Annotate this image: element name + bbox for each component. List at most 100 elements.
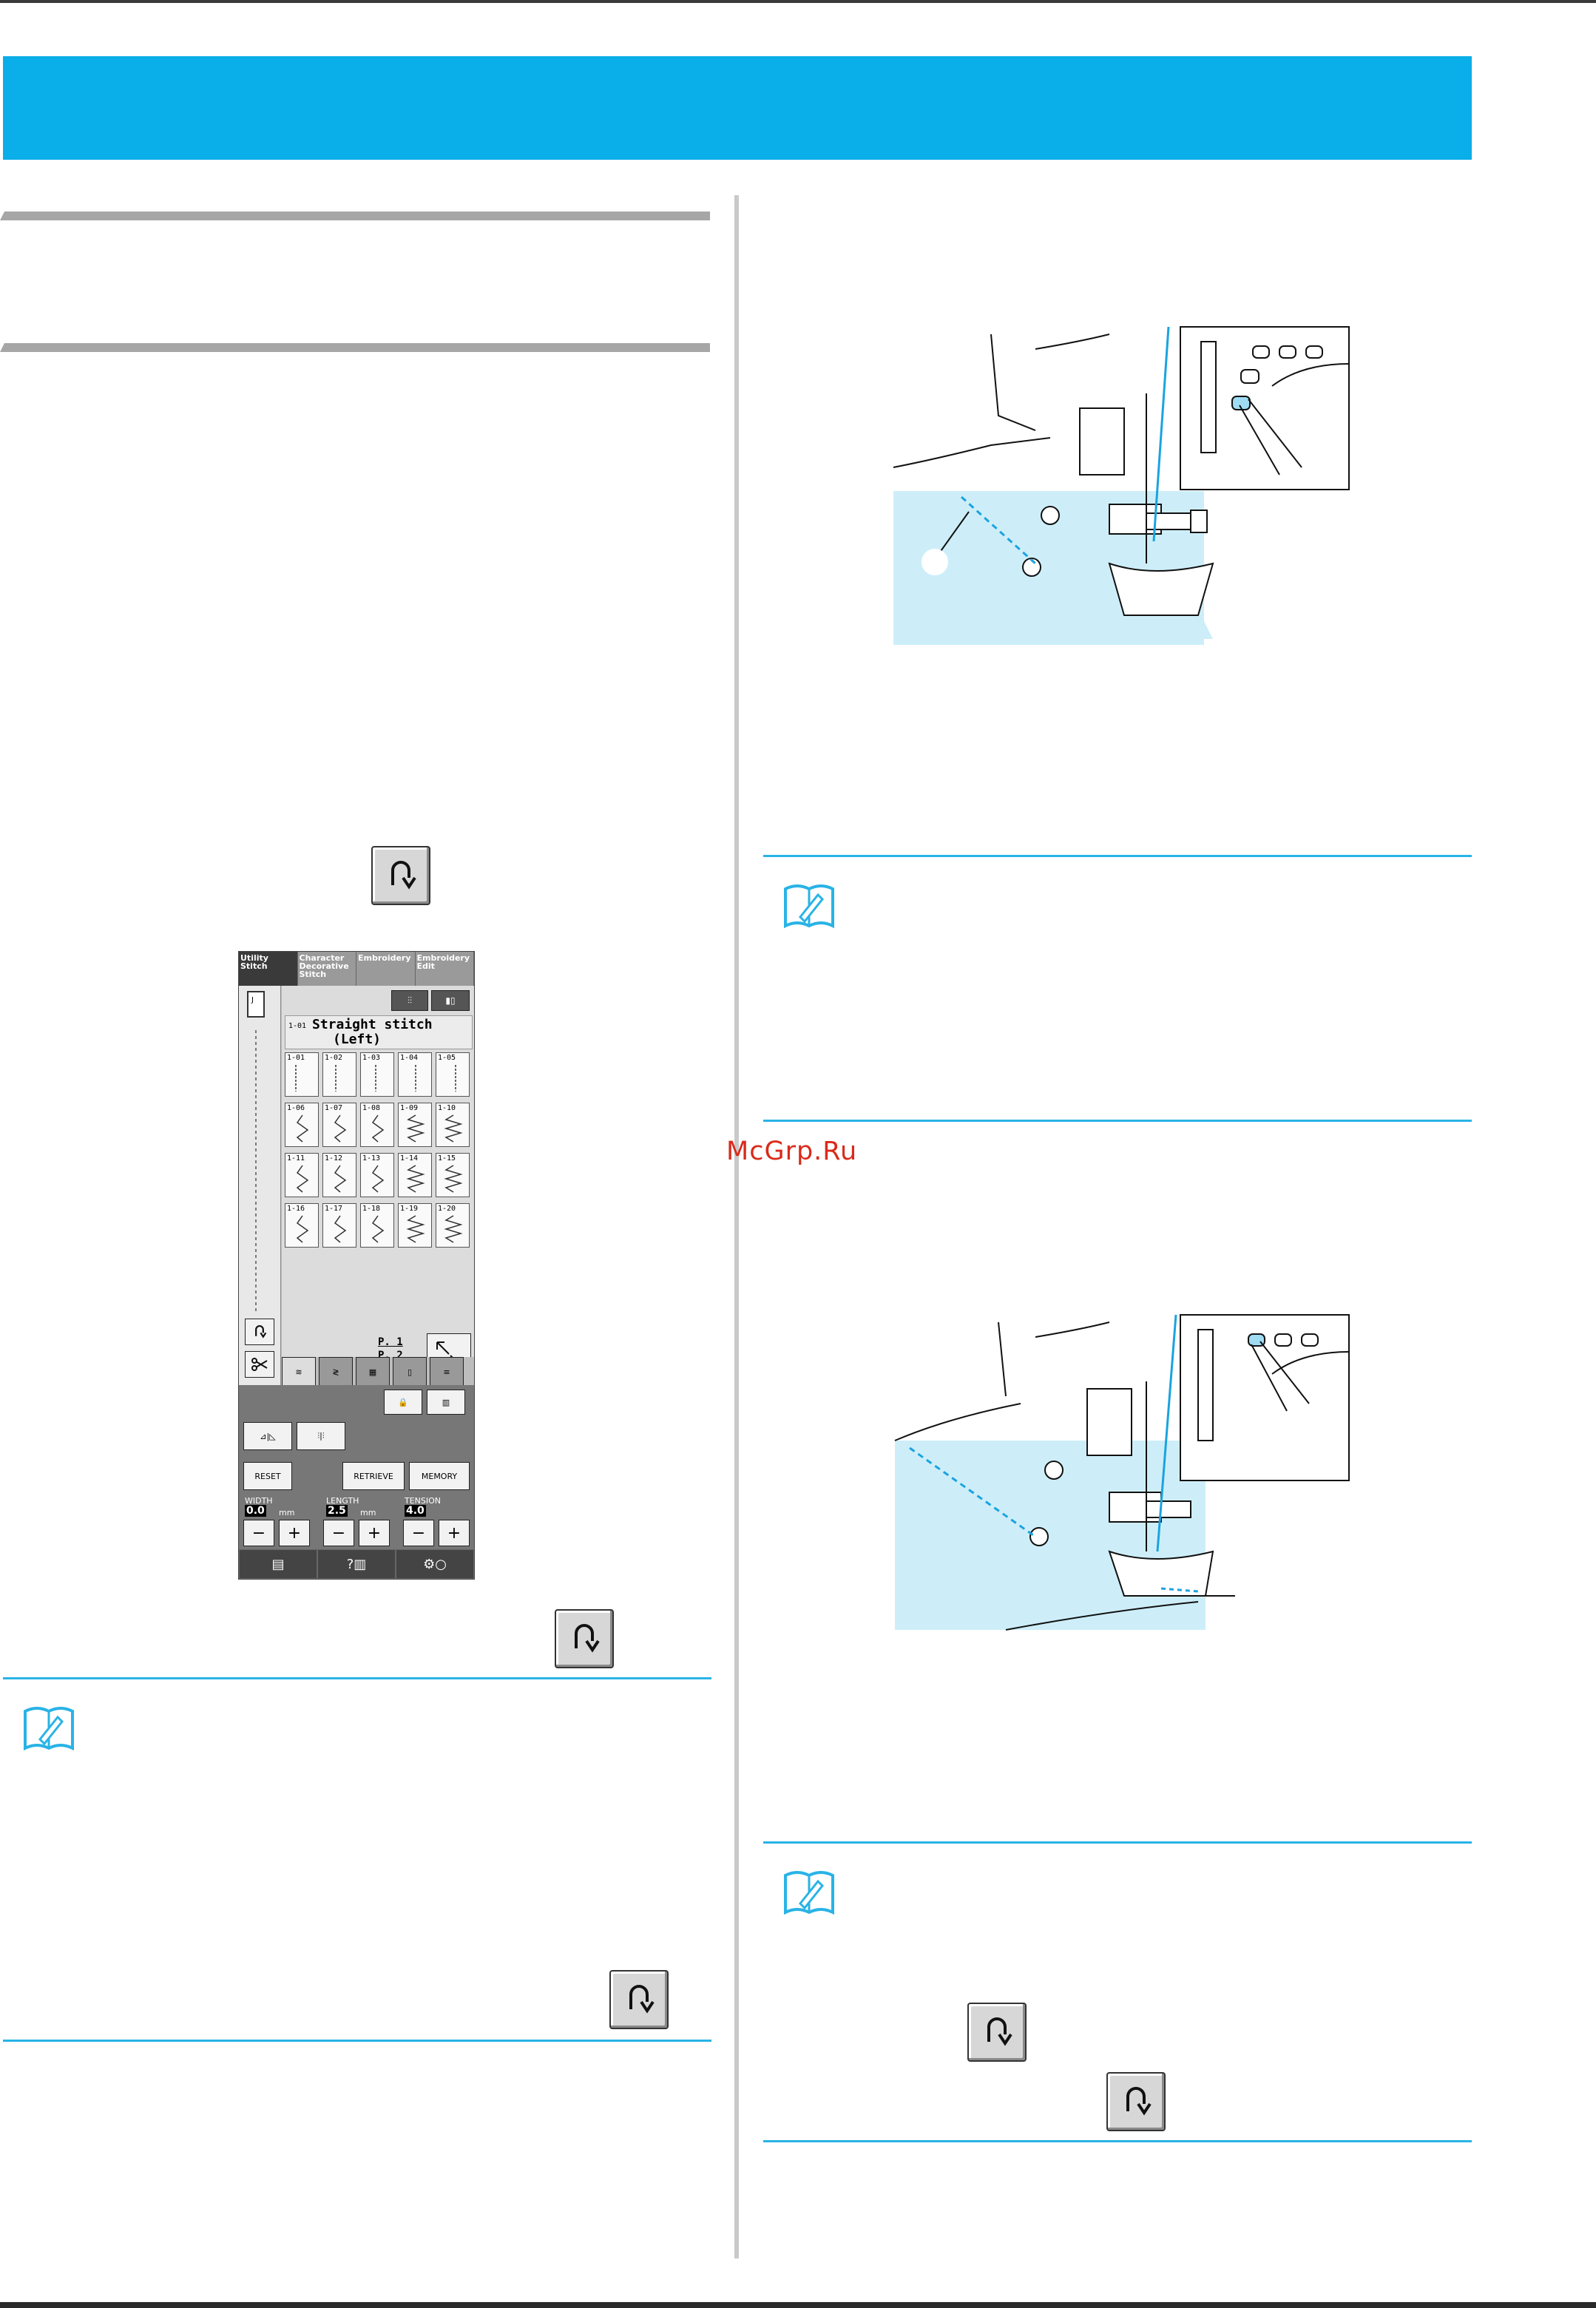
needle-position-button[interactable]: ⫶|⫶ xyxy=(297,1422,345,1450)
stitch-cell[interactable]: 1-15 xyxy=(436,1153,470,1197)
stitch-cell[interactable]: 1-11 xyxy=(285,1153,319,1197)
settings-icon[interactable]: ▤ xyxy=(239,1549,317,1579)
stitch-cell-label: 1-13 xyxy=(362,1154,381,1163)
stitch-cell-label: 1-08 xyxy=(362,1104,381,1112)
stitch-cell[interactable]: 1-05 xyxy=(436,1052,470,1097)
stitch-number: 1-01 xyxy=(288,1022,307,1030)
stitch-pattern-icon xyxy=(415,1065,416,1092)
stitch-pattern-icon xyxy=(334,1165,347,1193)
width-plus-button[interactable]: + xyxy=(279,1520,310,1546)
svg-text:J: J xyxy=(251,996,254,1004)
stitch-cell-label: 1-04 xyxy=(400,1054,419,1062)
stitch-pattern-icon xyxy=(406,1114,425,1143)
stitch-cell[interactable]: 1-19 xyxy=(398,1203,432,1248)
stitch-cell-label: 1-17 xyxy=(325,1205,343,1213)
memory-button[interactable]: MEMORY xyxy=(409,1462,470,1490)
stitch-cell[interactable]: 1-14 xyxy=(398,1153,432,1197)
lcd-tab-bar: Utility Stitch Character Decorative Stit… xyxy=(239,952,474,986)
reverse-stitch-key-icon xyxy=(371,846,430,905)
width-unit: mm xyxy=(279,1508,295,1517)
stitch-cell[interactable]: 1-03 xyxy=(360,1052,394,1097)
thread-icon[interactable]: ⚙○ xyxy=(396,1549,474,1579)
memo-rule-bottom xyxy=(3,2040,711,2042)
stitch-cell-label: 1-01 xyxy=(287,1054,305,1062)
stitch-cell-label: 1-18 xyxy=(362,1205,381,1213)
stitch-category-row: ≋ ≷ ▦ ▯ ≡ xyxy=(282,1357,474,1387)
stitch-cell[interactable]: 1-06 xyxy=(285,1103,319,1147)
category-satin-icon[interactable]: ▦ xyxy=(356,1357,390,1387)
memo-rule-bottom xyxy=(763,1120,1472,1122)
width-value: 0.0 xyxy=(245,1505,266,1517)
tab-character-decorative-stitch[interactable]: Character Decorative Stitch xyxy=(297,952,356,986)
stitch-cell[interactable]: 1-18 xyxy=(360,1203,394,1248)
stitch-pattern-icon xyxy=(455,1065,456,1092)
reverse-stitch-key-icon xyxy=(555,1609,614,1668)
stitch-cell[interactable]: 1-13 xyxy=(360,1153,394,1197)
category-straight-icon[interactable]: ≋ xyxy=(282,1357,316,1387)
stitch-cell-label: 1-07 xyxy=(325,1104,343,1112)
lcd-settings-panel: 🔒 ▥ ⊿|◺ ⫶|⫶ RESET RETRIEVE MEMORY WIDTH … xyxy=(239,1385,474,1579)
stitch-cell[interactable]: 1-20 xyxy=(436,1203,470,1248)
length-minus-button[interactable]: − xyxy=(323,1520,354,1546)
memo-rule-top xyxy=(763,855,1472,857)
stitch-cell[interactable]: 1-17 xyxy=(322,1203,356,1248)
reset-button[interactable]: RESET xyxy=(243,1462,292,1490)
lcd-screen: Utility Stitch Character Decorative Stit… xyxy=(238,951,475,1580)
retrieve-button[interactable]: RETRIEVE xyxy=(342,1462,405,1490)
category-zigzag-icon[interactable]: ≷ xyxy=(319,1357,353,1387)
stitch-cell-label: 1-14 xyxy=(400,1154,419,1163)
category-decorative-icon[interactable]: ≡ xyxy=(430,1357,464,1387)
tab-utility-stitch[interactable]: Utility Stitch xyxy=(239,952,298,986)
stitch-cell[interactable]: 1-16 xyxy=(285,1203,319,1248)
reverse-stitch-key-icon xyxy=(609,1970,669,2029)
tension-minus-button[interactable]: − xyxy=(403,1520,434,1546)
stitch-pattern-icon xyxy=(375,1065,376,1092)
stitch-pattern-icon xyxy=(335,1065,337,1092)
stitch-pattern-icon xyxy=(444,1165,463,1193)
category-buttonhole-icon[interactable]: ▯ xyxy=(393,1357,427,1387)
page-current: P. 1 xyxy=(378,1336,403,1348)
illustration-needle-start xyxy=(893,326,1350,645)
stitch-cell[interactable]: 1-10 xyxy=(436,1103,470,1147)
memo-rule-bottom xyxy=(763,2140,1472,2142)
section-bar-second xyxy=(0,343,710,352)
mirror-button[interactable]: ⊿|◺ xyxy=(243,1422,292,1450)
reverse-stitch-button[interactable] xyxy=(245,1319,274,1345)
stitch-pattern-icon xyxy=(296,1114,309,1143)
stitch-cell[interactable]: 1-02 xyxy=(322,1052,356,1097)
stitch-cell[interactable]: 1-12 xyxy=(322,1153,356,1197)
illustration-reverse-stitching xyxy=(894,1314,1350,1631)
width-minus-button[interactable]: − xyxy=(243,1520,274,1546)
lock-icon[interactable]: 🔒 xyxy=(384,1390,422,1415)
help-icon[interactable]: ?▥ xyxy=(317,1549,396,1579)
tab-embroidery[interactable]: Embroidery xyxy=(356,952,416,986)
memo-rule-top xyxy=(763,1841,1472,1844)
stitch-cell-label: 1-19 xyxy=(400,1205,419,1213)
reverse-stitch-key-icon xyxy=(1106,2072,1166,2131)
stitch-pattern-icon xyxy=(334,1215,347,1243)
stitch-cell[interactable]: 1-09 xyxy=(398,1103,432,1147)
stitch-pattern-icon xyxy=(371,1215,385,1243)
length-plus-button[interactable]: + xyxy=(359,1520,390,1546)
stitch-cell[interactable]: 1-04 xyxy=(398,1052,432,1097)
stitch-pattern-icon xyxy=(444,1215,463,1243)
thread-cutter-button[interactable] xyxy=(245,1351,274,1378)
length-value: 2.5 xyxy=(326,1505,348,1517)
stitch-cell[interactable]: 1-01 xyxy=(285,1052,319,1097)
stitch-cell-label: 1-20 xyxy=(438,1205,456,1213)
manual-book-icon[interactable]: ▥ xyxy=(427,1390,465,1415)
memo-pencil-icon xyxy=(24,1707,74,1751)
header-banner xyxy=(3,56,1472,160)
top-rule xyxy=(0,0,1596,3)
stitch-cell[interactable]: 1-07 xyxy=(322,1103,356,1147)
twin-needle-button[interactable]: ⫶⫶ xyxy=(391,990,428,1011)
tension-plus-button[interactable]: + xyxy=(439,1520,470,1546)
stitch-title: 1-01 Straight stitch (Left) xyxy=(285,1015,473,1049)
stitch-cell[interactable]: 1-08 xyxy=(360,1103,394,1147)
tab-embroidery-edit[interactable]: Embroidery Edit xyxy=(415,952,474,986)
bottom-rule xyxy=(0,2302,1596,2308)
section-bar-top xyxy=(0,211,710,220)
display-toggle-button[interactable]: ▮▯ xyxy=(431,990,470,1011)
